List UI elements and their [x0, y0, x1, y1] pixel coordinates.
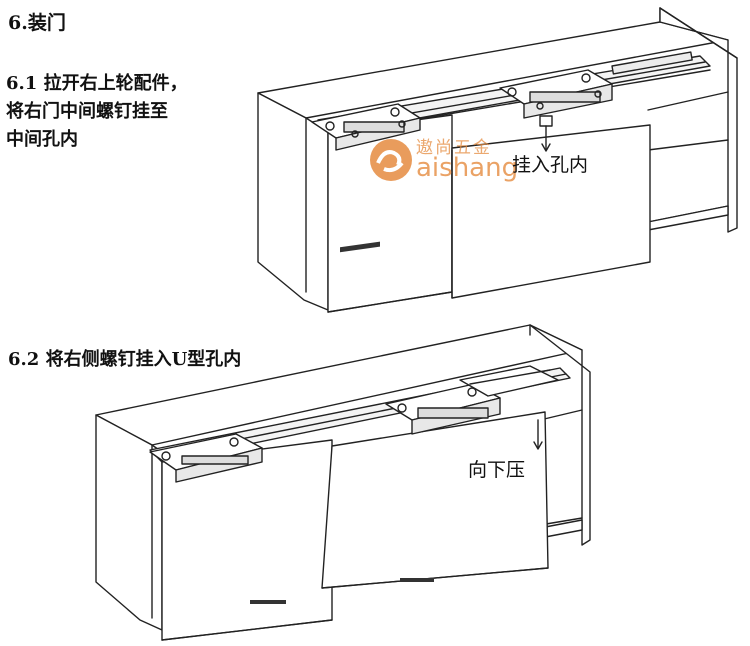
step1-line-2: 将右门中间螺钉挂至: [6, 101, 168, 122]
left-roller-fitting-2: [149, 433, 263, 483]
watermark: 遨尚五金 aishang: [368, 131, 540, 189]
right-roller-fitting: [499, 69, 613, 127]
step1-line-3: 中间孔内: [6, 129, 78, 150]
watermark-english: aishang: [416, 153, 519, 183]
right-roller-fitting-2: [385, 383, 501, 435]
figure-step2-cabinet: [95, 324, 591, 641]
watermark-logo-icon: [370, 139, 412, 181]
callout-hang-into-hole: 挂入孔内: [512, 154, 589, 176]
step1-line-1: 6.1 拉开右上轮配件，: [6, 73, 188, 94]
step1-instruction: 6.1 拉开右上轮配件， 将右门中间螺钉挂至 中间孔内: [6, 70, 188, 154]
section-title: 6.装门: [8, 12, 66, 34]
watermark-chinese: 遨尚五金: [416, 138, 492, 158]
left-roller-fitting: [311, 103, 421, 151]
figure-step1-cabinet: [257, 7, 738, 313]
callout-press-down: 向下压: [468, 459, 526, 481]
step2-heading: 6.2 将右侧螺钉挂入U型孔内: [8, 349, 242, 370]
